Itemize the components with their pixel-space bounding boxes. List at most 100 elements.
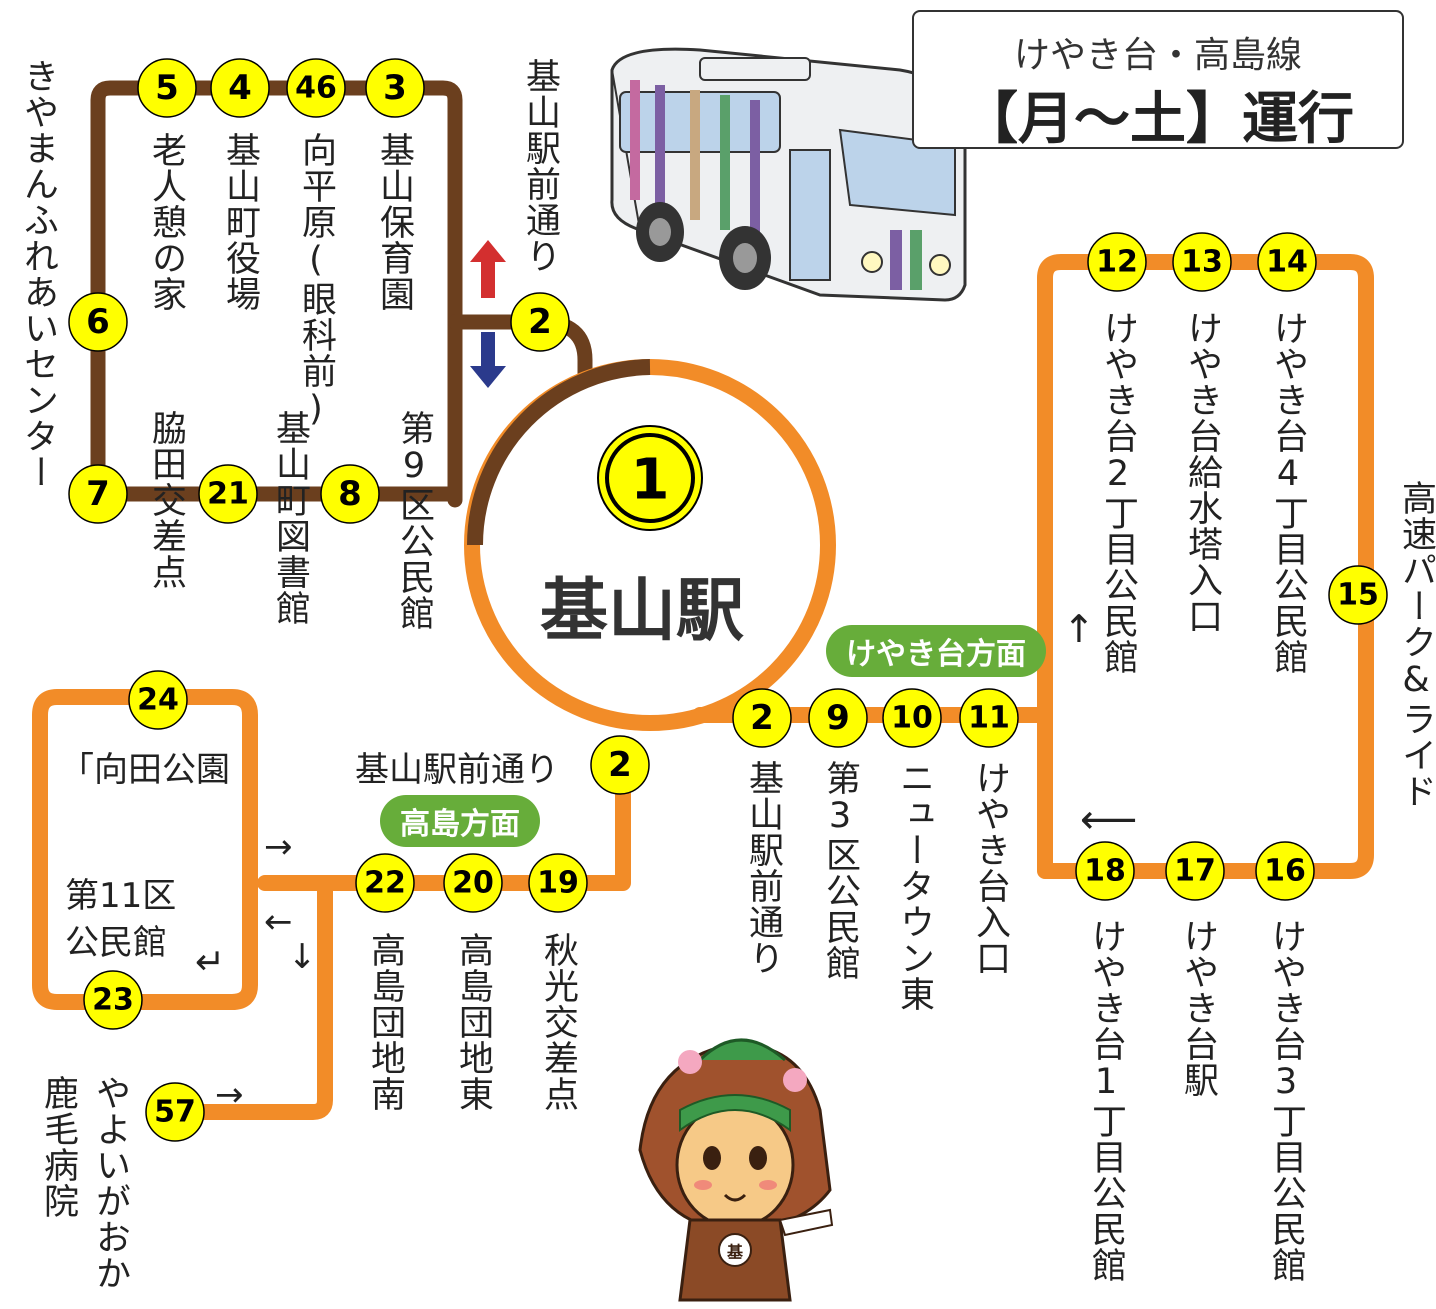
svg-text:4: 4: [228, 68, 252, 108]
stop-label-dai3: 第3区公民館: [820, 760, 860, 981]
arrow-return-icon: ↵: [195, 942, 226, 983]
stop-marker-19: 19: [528, 853, 588, 913]
route-title-box: けやき台・高島線 【月～土】運行: [912, 10, 1404, 152]
stop-marker-17: 17: [1165, 841, 1225, 901]
stop-label-akimitsu: 秋光交差点: [538, 932, 578, 1112]
svg-text:2: 2: [608, 745, 632, 785]
mascot-illustration: 基: [638, 1038, 834, 1302]
svg-text:18: 18: [1084, 854, 1126, 889]
stop-label-kyusuito: けやき台給水塔入口: [1182, 310, 1222, 634]
stop-label-keyakidai-iriguchi: けやき台入口: [970, 760, 1010, 976]
arrow-up-red-icon: [470, 240, 506, 298]
svg-text:2: 2: [528, 302, 552, 342]
stop-label-dai9: 第9区公民館: [394, 410, 434, 631]
stop-marker-15: 15: [1328, 565, 1388, 625]
stop-label-takashima-higashi: 高島団地東: [453, 932, 493, 1112]
stop-label-wakita: 脇田交差点: [146, 410, 186, 590]
stop-marker-3: 3: [365, 58, 425, 118]
stop-label-toshokan: 基山町図書館: [270, 410, 310, 626]
stop-marker-57: 57: [145, 1082, 205, 1142]
stop-marker-13: 13: [1172, 232, 1232, 292]
stop-label-kiyaman: きやまんふれあいセンター: [18, 58, 58, 490]
svg-text:22: 22: [364, 866, 406, 901]
svg-text:17: 17: [1174, 854, 1216, 889]
bus-illustration: [610, 47, 967, 302]
arrow-right-57-icon: →: [215, 1075, 244, 1115]
stop-marker-14: 14: [1257, 232, 1317, 292]
svg-text:24: 24: [137, 683, 179, 718]
stop-label-mukaihirabaru: 向平原(眼科前): [296, 132, 336, 430]
stop-label-newtown: ニュータウン東: [894, 760, 934, 1012]
svg-text:12: 12: [1096, 245, 1138, 280]
svg-text:6: 6: [86, 302, 110, 342]
stop-marker-12: 12: [1087, 232, 1147, 292]
stop-label-hoikuen: 基山保育園: [374, 132, 414, 312]
stop-marker-11: 11: [959, 688, 1019, 748]
svg-text:10: 10: [891, 701, 933, 736]
svg-text:15: 15: [1337, 578, 1379, 613]
svg-text:21: 21: [207, 477, 249, 512]
stop-marker-5: 5: [137, 58, 197, 118]
svg-text:基: 基: [726, 1243, 744, 1262]
stop-label-dai11-line1: 第11区: [65, 876, 177, 916]
stop-label-rojin: 老人憩の家: [146, 132, 186, 312]
stop-label-yakuba: 基山町役場: [220, 132, 260, 312]
svg-text:2: 2: [750, 698, 774, 738]
arrow-up-icon: ↑: [1063, 607, 1095, 651]
stop-marker-22: 22: [355, 853, 415, 913]
svg-text:7: 7: [86, 474, 110, 514]
takashima-direction-badge: 高島方面: [380, 795, 540, 847]
stop-marker-46: 46: [286, 58, 346, 118]
stop-label-ekimae-takashima: 基山駅前通り: [355, 750, 559, 790]
hub-ring-brown: [467, 359, 651, 546]
stop-marker-2-north: 2: [510, 292, 570, 352]
stop-marker-10: 10: [882, 688, 942, 748]
keyakidai-direction-badge: けやき台方面: [826, 625, 1046, 677]
stop-marker-7: 7: [68, 464, 128, 524]
stop-marker-24: 24: [128, 670, 188, 730]
mukoda-loop-route: [32, 689, 258, 1010]
stop-marker-6: 6: [68, 292, 128, 352]
svg-text:23: 23: [92, 983, 134, 1018]
route-schedule: 【月～土】運行: [962, 87, 1354, 152]
stop-marker-18: 18: [1075, 841, 1135, 901]
stop-marker-16: 16: [1255, 841, 1315, 901]
svg-text:16: 16: [1264, 854, 1306, 889]
stop-label-keyakidai-1: けやき台1丁目公民館: [1086, 918, 1126, 1283]
stop-marker-2-takashima: 2: [590, 735, 650, 795]
stop-marker-20: 20: [443, 853, 503, 913]
stop-label-yayoi: やよいがおか: [90, 1075, 130, 1291]
svg-text:3: 3: [383, 68, 407, 108]
stop-label-ekimae-keyakidai: 基山駅前通り: [743, 760, 783, 976]
arrow-left-small-icon: ←: [264, 902, 293, 942]
stop-marker-2-keyakidai: 2: [732, 688, 792, 748]
stop-label-keyakidai-3: けやき台3丁目公民館: [1266, 918, 1306, 1283]
svg-text:5: 5: [155, 68, 179, 108]
svg-text:14: 14: [1266, 245, 1308, 280]
stop-marker-8: 8: [320, 464, 380, 524]
stop-label-keyakidai-4: けやき台4丁目公民館: [1268, 310, 1308, 675]
stop-label-mukoda: 「向田公園: [60, 750, 230, 790]
svg-text:19: 19: [537, 866, 579, 901]
stop-label-ekimae-north: 基山駅前通り: [520, 58, 560, 274]
stop-marker-9: 9: [808, 688, 868, 748]
stop-marker-23: 23: [83, 970, 143, 1030]
svg-text:46: 46: [295, 71, 337, 106]
route-title: けやき台・高島線: [1013, 35, 1302, 76]
stop-label-kage: 鹿毛病院: [38, 1075, 78, 1219]
svg-text:1: 1: [631, 448, 670, 513]
stop-label-park-ride: 高速パーク&ライド: [1396, 480, 1436, 809]
arrow-left-icon: ⟵: [1080, 797, 1138, 843]
stop-label-dai11-line2: 公民館: [65, 923, 167, 963]
stop-label-takashima-minami: 高島団地南: [365, 932, 405, 1112]
svg-text:11: 11: [968, 701, 1010, 736]
stop-marker-4: 4: [210, 58, 270, 118]
arrow-right-icon: →: [264, 827, 293, 867]
keyakidai-loop-route: [1037, 254, 1374, 879]
hub-station-name: 基山駅: [540, 572, 745, 651]
svg-text:8: 8: [338, 474, 362, 514]
stop-label-keyakidai-eki: けやき台駅: [1178, 918, 1218, 1098]
hub-marker: 1: [597, 425, 703, 531]
arrow-down-icon: ↓: [288, 937, 317, 977]
arrow-down-blue-icon: [470, 332, 506, 388]
